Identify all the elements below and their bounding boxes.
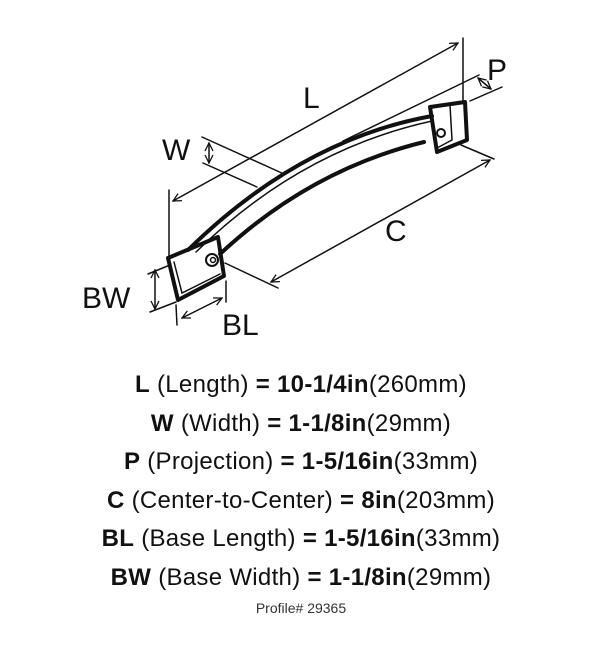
spec-imperial: = 1-5/16in (302, 525, 416, 552)
spec-imperial: = 1-1/8in (307, 563, 407, 591)
spec-desc: (Base Width) (158, 563, 301, 591)
spec-metric: (29mm) (366, 409, 452, 437)
base-length-dimension (175, 280, 227, 326)
label-P: P (487, 54, 507, 87)
spec-desc: (Length) (156, 371, 249, 398)
label-BL: BL (222, 309, 259, 342)
base-width-dimension (147, 264, 177, 313)
spec-key: BW (110, 563, 152, 591)
label-W: W (162, 134, 191, 167)
label-C: C (385, 215, 407, 248)
projection-dimension (342, 74, 503, 142)
spec-row-base-width: BW (Base Width) = 1-1/8in(29mm) (0, 559, 602, 598)
spec-metric: (260mm) (368, 371, 467, 398)
spec-desc: (Base Length) (141, 525, 296, 552)
spec-metric: (33mm) (415, 525, 501, 552)
profile-number: Profile# 29365 (255, 600, 347, 616)
spec-row-projection: P (Projection) = 1-5/16in(33mm) (0, 443, 602, 482)
center-dimension (224, 144, 495, 289)
spec-imperial: = 8in (340, 486, 397, 514)
spec-metric: (203mm) (396, 486, 496, 514)
spec-key: P (123, 448, 141, 475)
spec-desc: (Center-to-Center) (131, 486, 334, 514)
spec-imperial: = 1-1/8in (267, 409, 367, 437)
spec-key: W (150, 409, 174, 437)
spec-key: C (106, 486, 125, 514)
spec-desc: (Projection) (147, 448, 274, 475)
spec-row-center: C (Center-to-Center) = 8in(203mm) (0, 482, 602, 521)
left-base (166, 235, 226, 302)
label-L: L (303, 82, 320, 115)
spec-key: BL (101, 525, 135, 552)
label-BW: BW (82, 282, 131, 315)
spec-key: L (135, 371, 151, 398)
spec-row-width: W (Width) = 1-1/8in(29mm) (0, 405, 602, 444)
handle-dimension-drawing: L W P C BW BL (82, 37, 507, 342)
spec-row-base-length: BL (Base Length) = 1-5/16in(33mm) (0, 520, 602, 559)
dimension-specs: L (Length) = 10-1/4in(260mm) W (Width) =… (0, 366, 602, 597)
spec-imperial: = 10-1/4in (255, 371, 369, 398)
spec-row-length: L (Length) = 10-1/4in(260mm) (0, 366, 602, 405)
spec-metric: (29mm) (406, 563, 492, 591)
spec-desc: (Width) (180, 409, 261, 437)
spec-metric: (33mm) (393, 448, 479, 475)
length-dimension (168, 37, 464, 257)
spec-imperial: = 1-5/16in (280, 448, 394, 475)
